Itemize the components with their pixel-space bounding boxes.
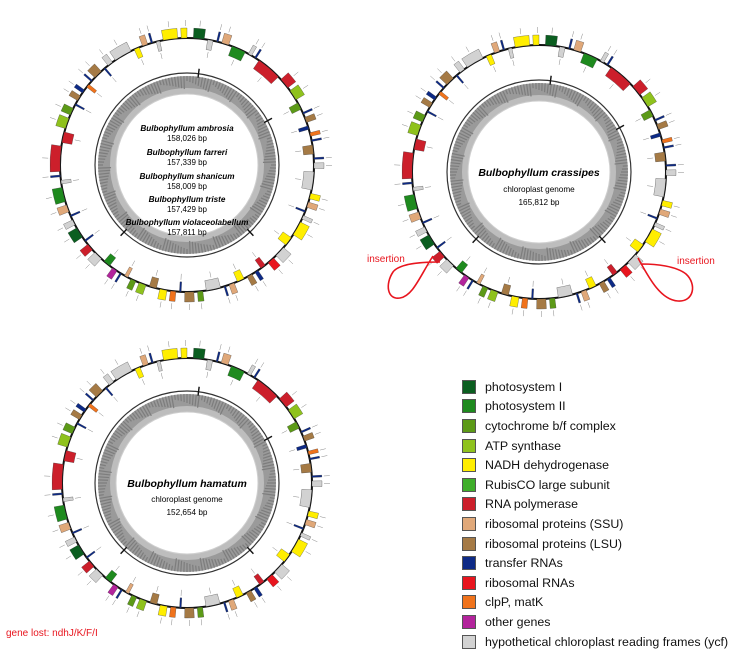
legend-label: ribosomal proteins (LSU) (485, 536, 623, 551)
legend-label: clpP, matK (485, 595, 544, 610)
insertion-label-right: insertion (677, 256, 715, 267)
legend-swatch (462, 497, 476, 512)
legend-label: ATP synthase (485, 438, 561, 453)
legend-item: RNA polymerase (462, 495, 728, 515)
legend-item: photosystem II (462, 397, 728, 417)
legend-item: ribosomal proteins (LSU) (462, 534, 728, 554)
legend-swatch (462, 458, 476, 473)
legend-swatch (462, 399, 476, 414)
genome-name-5: Bulbophyllum violaceolabellum (126, 218, 249, 227)
legend-swatch (462, 575, 476, 590)
legend-swatch (462, 516, 476, 531)
legend-label: NADH dehydrogenase (485, 458, 609, 473)
legend-label: cytochrome b/f complex (485, 418, 616, 433)
legend-item: transfer RNAs (462, 553, 728, 573)
genome-subtitle: chloroplast genome (503, 185, 575, 194)
legend-item: ATP synthase (462, 436, 728, 456)
genome-size-5: 157,811 bp (167, 228, 207, 237)
gene-lost-note: gene lost: ndhJ/K/F/I (6, 628, 98, 639)
genome-map-crassipes: Bulbophyllum crassipes chloroplast genom… (367, 27, 715, 317)
genome-size: 165,812 bp (519, 198, 560, 207)
genome-size-4: 157,429 bp (167, 205, 208, 214)
legend-item: clpP, matK (462, 593, 728, 613)
legend-swatch (462, 556, 476, 571)
genome-name-2: Bulbophyllum farreri (147, 148, 228, 157)
insertion-label-left: insertion (367, 254, 405, 265)
genome-map-hamatum: Bulbophyllum hamatum chloroplast genome … (6, 340, 330, 639)
legend-swatch (462, 614, 476, 629)
legend-swatch (462, 379, 476, 394)
genome-size-2: 157,339 bp (167, 158, 208, 167)
legend-item: ribosomal proteins (SSU) (462, 514, 728, 534)
legend-swatch (462, 438, 476, 453)
insertion-loop-right (637, 257, 694, 302)
insertion-loop-left (387, 255, 441, 299)
gene-category-legend: photosystem I photosystem II cytochrome … (462, 377, 728, 651)
legend-swatch (462, 418, 476, 433)
legend-item: other genes (462, 612, 728, 632)
legend-label: hypothetical chloroplast reading frames … (485, 634, 729, 649)
genome-name-3: Bulbophyllum shanicum (139, 172, 234, 181)
genome-subtitle: chloroplast genome (151, 495, 223, 504)
legend-item: cytochrome b/f complex (462, 416, 728, 436)
legend-label: other genes (485, 614, 551, 629)
legend-item: photosystem I (462, 377, 728, 397)
legend-label: RubisCO large subunit (485, 477, 610, 492)
legend-label: ribosomal RNAs (485, 575, 575, 590)
genome-size: 152,654 bp (167, 508, 208, 517)
genome-size-1: 158,026 bp (167, 134, 208, 143)
genome-name-1: Bulbophyllum ambrosia (140, 124, 234, 133)
legend-item: hypothetical chloroplast reading frames … (462, 632, 728, 652)
legend-label: RNA polymerase (485, 497, 578, 512)
genome-map-combined: Bulbophyllum ambrosia 158,026 bp Bulboph… (42, 20, 332, 310)
genome-title: Bulbophyllum crassipes (478, 167, 600, 179)
legend-item: RubisCO large subunit (462, 475, 728, 495)
legend-label: transfer RNAs (485, 556, 563, 571)
legend-swatch (462, 477, 476, 492)
genome-title: Bulbophyllum hamatum (127, 478, 247, 490)
legend-label: photosystem II (485, 399, 566, 414)
legend-label: photosystem I (485, 379, 563, 394)
genome-size-3: 158,009 bp (167, 182, 208, 191)
legend-label: ribosomal proteins (SSU) (485, 516, 624, 531)
legend-swatch (462, 536, 476, 551)
legend-item: NADH dehydrogenase (462, 455, 728, 475)
genome-name-4: Bulbophyllum triste (149, 195, 226, 204)
legend-swatch (462, 634, 476, 649)
legend-swatch (462, 595, 476, 610)
legend-item: ribosomal RNAs (462, 573, 728, 593)
